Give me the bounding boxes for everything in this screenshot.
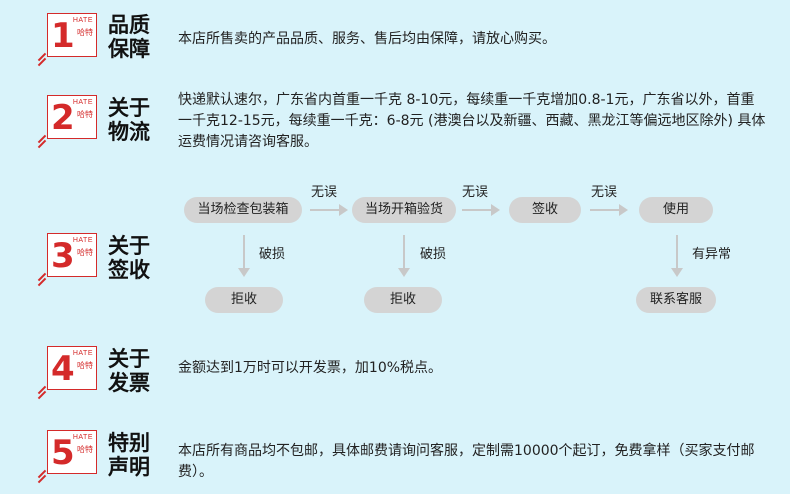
section-title: 品质 保障 [108,13,150,61]
brand-cn: 哈特 [77,445,93,454]
section-text: 金额达到1万时可以开发票，加10%税点。 [178,360,443,376]
section-number-badge: 1 HATE 哈特 [47,13,97,57]
section-number: 2 [51,98,75,138]
flow-abnormal-label: 有异常 [692,247,732,262]
brand-cn: 哈特 [77,248,93,257]
section-number: 1 [51,16,75,56]
flow-step-inspect-goods: 当场开箱验货 [352,197,456,223]
section-title: 关于 物流 [108,96,150,144]
flow-ok-label: 无误 [462,185,489,200]
brand-en: HATE [72,99,93,106]
flow-ok-label: 无误 [311,185,338,200]
section-title: 关于 签收 [108,234,150,282]
flow-arrow-down [238,235,250,277]
section-number-badge: 3 HATE 哈特 [47,233,97,277]
flow-reject-button: 拒收 [205,287,283,313]
brand-en: HATE [72,434,93,441]
flow-arrow-right [462,204,500,216]
flow-damaged-label: 破损 [259,247,286,262]
section-text: 本店所售卖的产品品质、服务、售后均由保障，请放心购买。 [178,31,556,47]
flow-arrow-right [590,204,628,216]
brand-en: HATE [72,350,93,357]
flow-contact-service: 联系客服 [636,287,716,313]
flow-ok-label: 无误 [591,185,618,200]
section-text: 本店所有商品均不包邮，具体邮费请询问客服，定制需10000个起订，免费拿样（买家… [178,443,755,480]
section-number: 4 [51,349,75,389]
section-title: 关于 发票 [108,347,150,395]
section-number-badge: 2 HATE 哈特 [47,95,97,139]
section-number-badge: 4 HATE 哈特 [47,346,97,390]
section-title: 特别 声明 [108,431,150,479]
flow-step-sign: 签收 [509,197,581,223]
flow-arrow-down [398,235,410,277]
section-number: 5 [51,433,75,473]
section-number-badge: 5 HATE 哈特 [47,430,97,474]
brand-cn: 哈特 [77,28,93,37]
flow-arrow-down [671,235,683,277]
flow-step-use: 使用 [639,197,713,223]
flow-arrow-right [310,204,348,216]
flow-damaged-label: 破损 [420,247,447,262]
section-text: 快递默认速尔，广东省内首重一千克 8-10元，每续重一千克增加0.8-1元，广东… [178,92,766,150]
flow-reject-button: 拒收 [364,287,442,313]
brand-cn: 哈特 [77,110,93,119]
section-number: 3 [51,236,75,276]
brand-en: HATE [72,17,93,24]
brand-cn: 哈特 [77,361,93,370]
brand-en: HATE [72,237,93,244]
flow-step-check-box: 当场检查包装箱 [184,197,302,223]
